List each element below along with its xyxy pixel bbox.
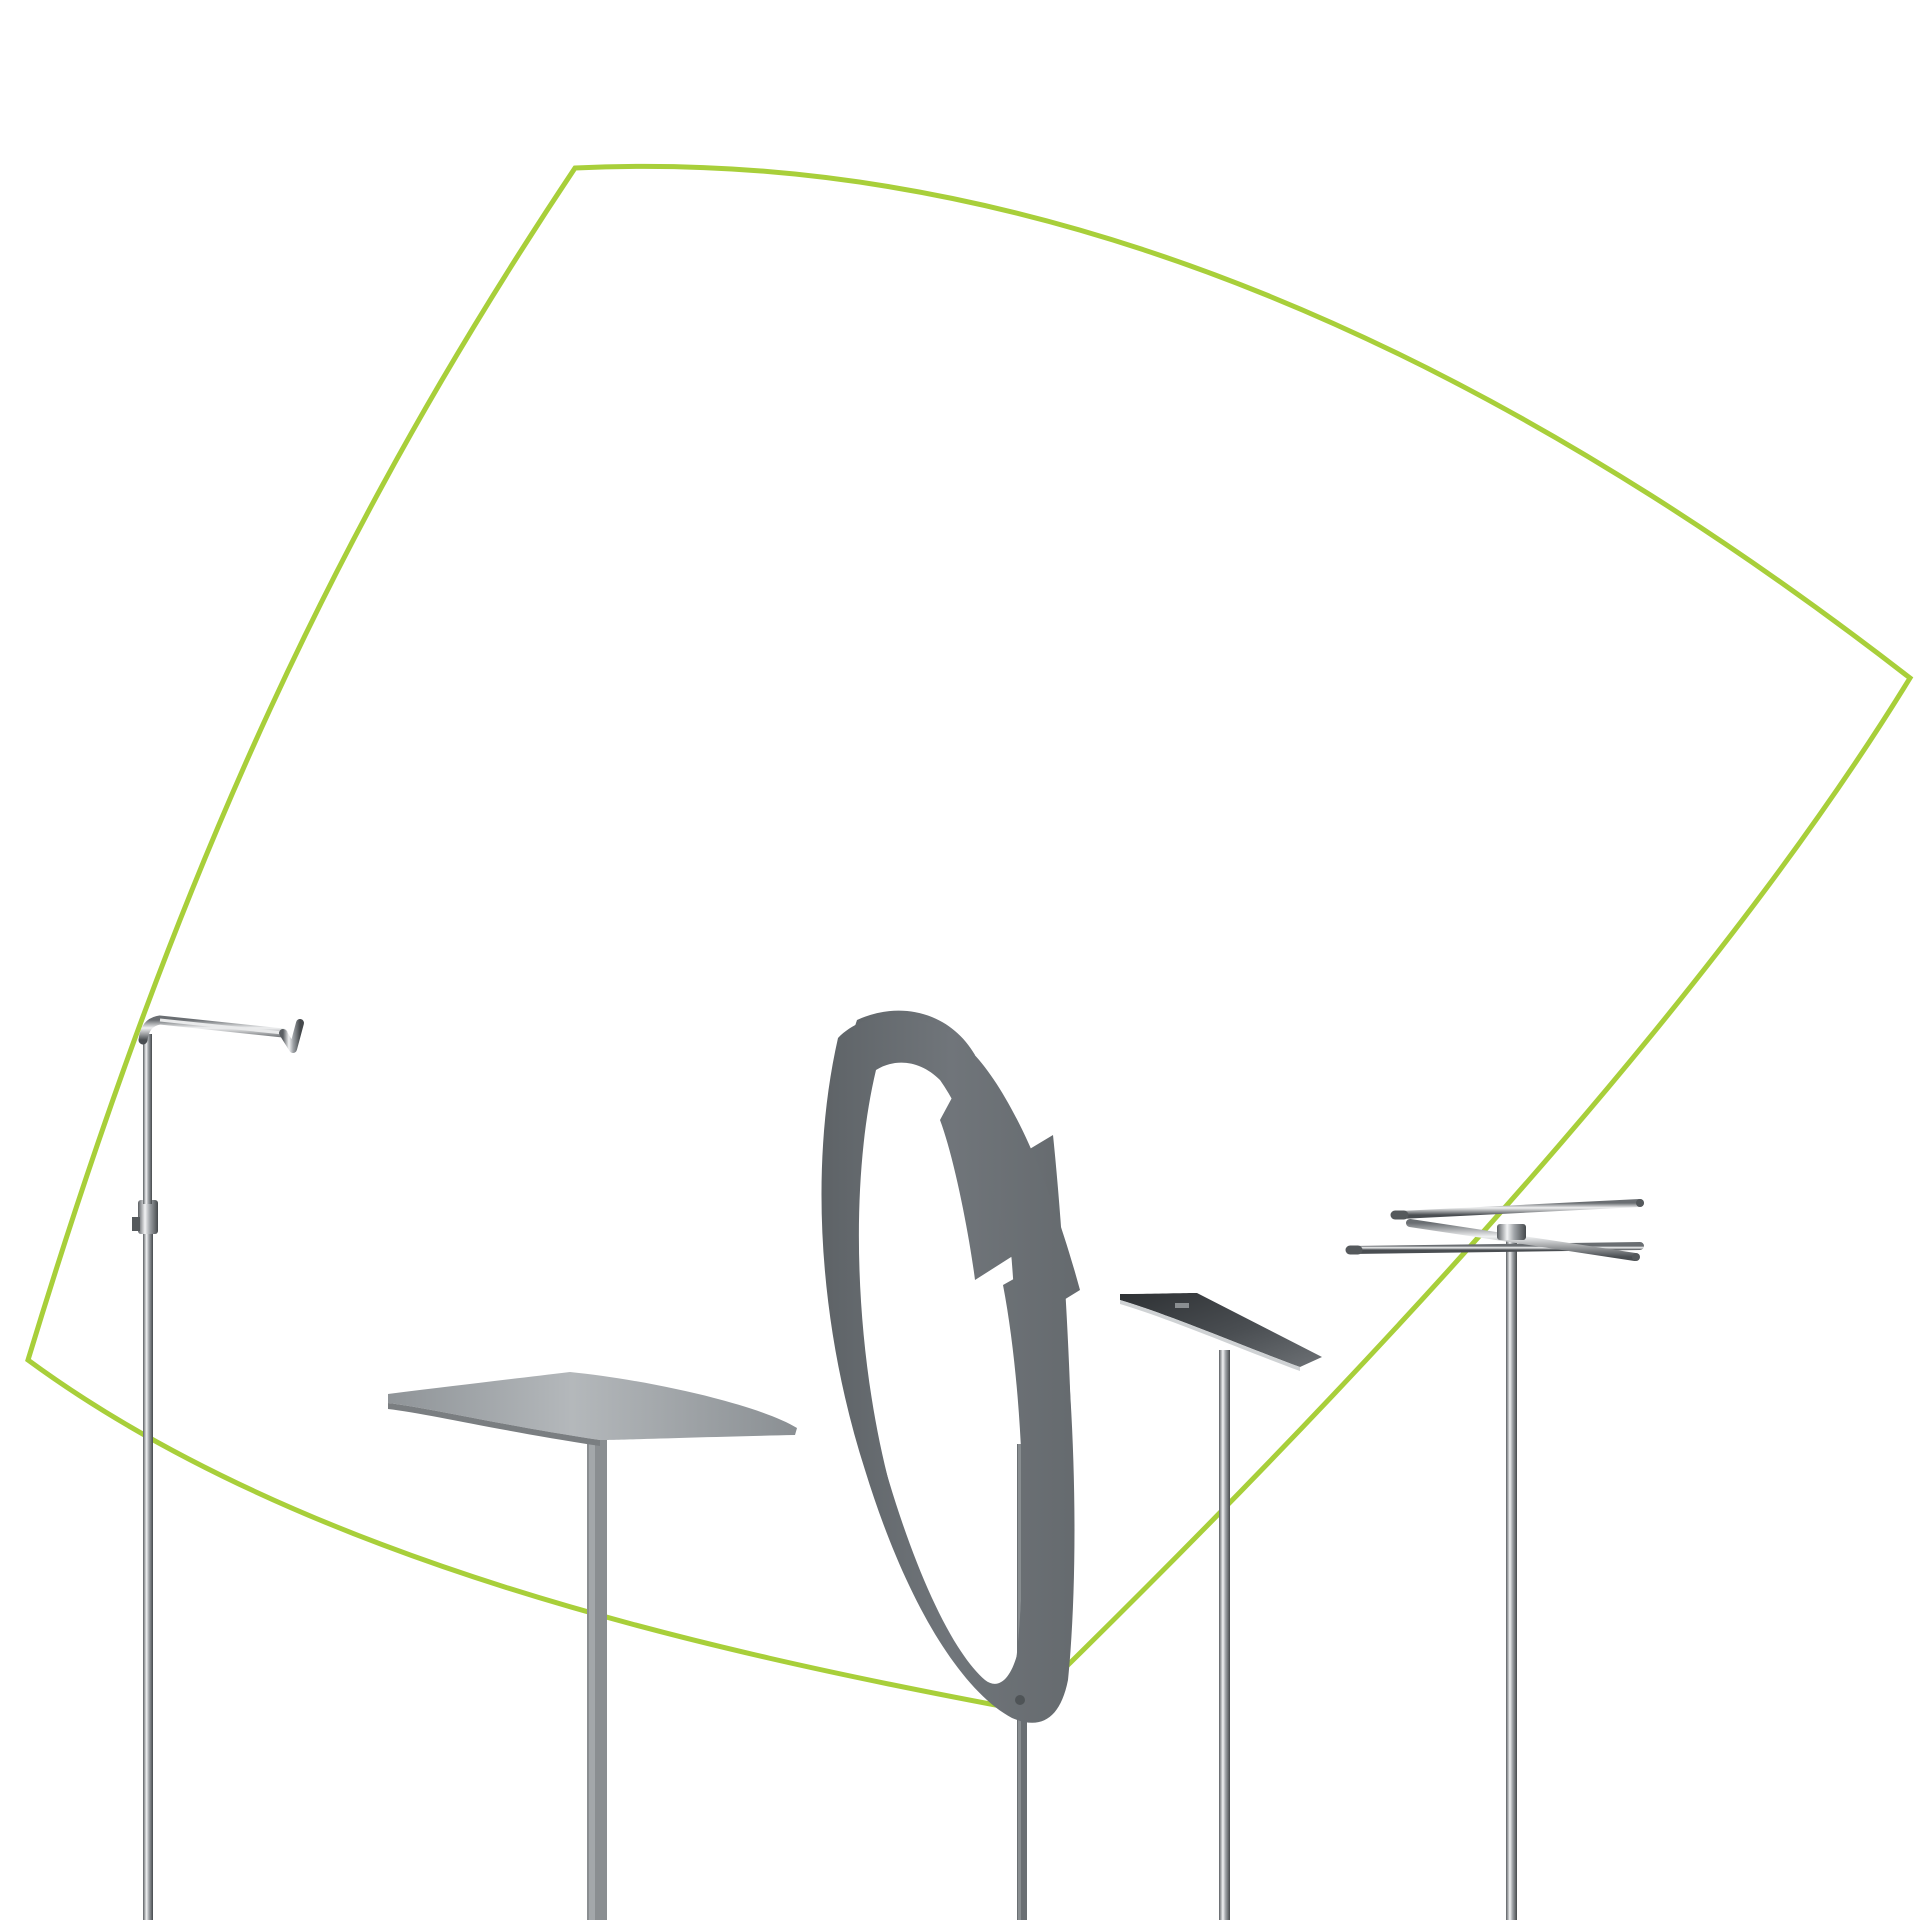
adjustable-hook-stand — [132, 1015, 304, 1920]
cross-bar-stand — [1345, 1199, 1644, 1920]
tilted-plate-stand — [1120, 1293, 1322, 1920]
table-riser-stand — [388, 1372, 797, 1920]
ring-bracelet-stand — [821, 1010, 1080, 1920]
accent-outline-shape — [25, 163, 1914, 1713]
